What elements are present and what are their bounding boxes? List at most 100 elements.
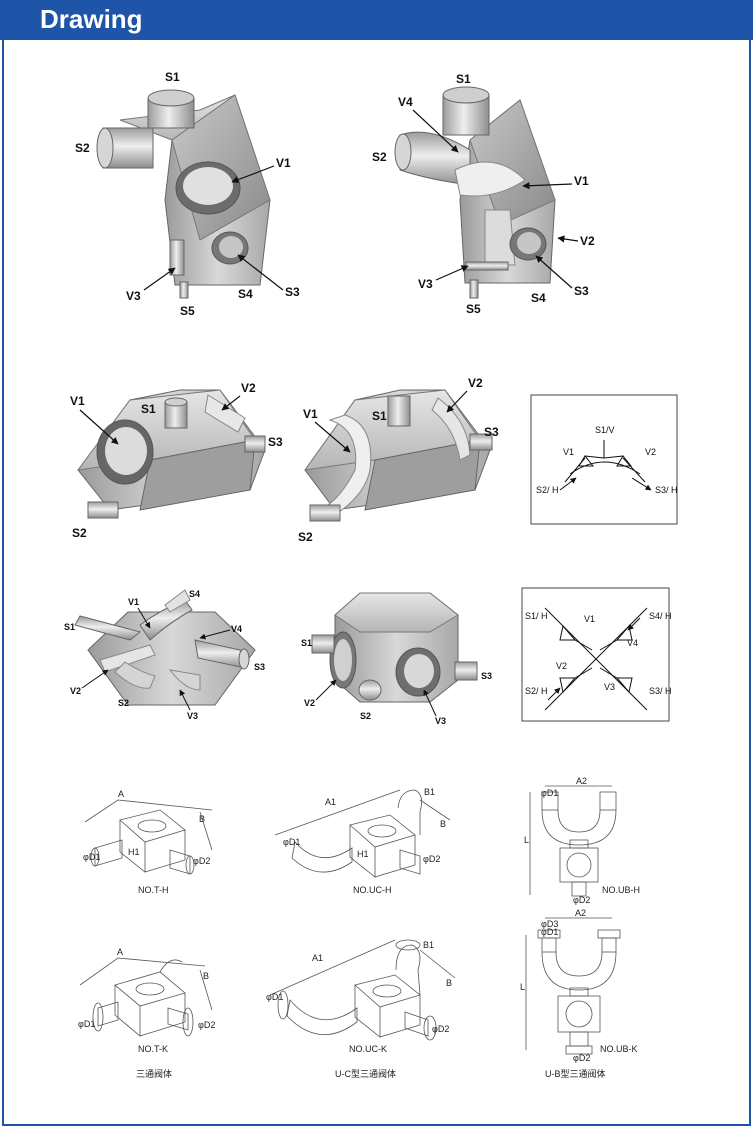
dim-d2: φD2 [432,1024,449,1034]
dims-uc-k: A1 B1 B φD1 φD2 NO.UC-K U-C型三通阀体 [266,940,452,1079]
dim-a: A [117,947,123,957]
dim-b: B [203,971,209,981]
dim-d2: φD2 [193,856,210,866]
schem-label-s3h: S3/ H [655,485,678,495]
label-v2: V2 [468,376,483,390]
label-s2: S2 [72,526,87,540]
dim-b: B [199,814,205,824]
dim-d1: φD1 [83,852,100,862]
dim-d2: φD2 [573,1053,590,1063]
dim-a2: A2 [576,776,587,786]
caption-t-h: NO.T-H [138,885,169,895]
label-v3: V3 [418,277,433,291]
caption-ub-k: NO.UB-K [600,1044,638,1054]
schem-label-v1: V1 [563,447,574,457]
label-v2: V2 [304,698,315,708]
caption-uc-k: NO.UC-K [349,1044,387,1054]
label-s3: S3 [285,285,300,299]
label-s1: S1 [456,72,471,86]
subcaption-t-k: 三通阀体 [136,1068,172,1079]
caption-uc-h: NO.UC-H [353,885,392,895]
dim-d2: φD2 [423,854,440,864]
drawing-frame [2,40,751,1126]
dim-d1: φD1 [78,1019,95,1029]
dims-ub-k: A2 φD3 φD1 L φD2 NO.UB-K U-B型三通阀体 [520,908,638,1079]
label-s1: S1 [64,622,75,632]
dim-l: L [520,982,525,992]
schem-label-v2: V2 [556,661,567,671]
dims-t-h: A B φD1 φD2 H1 NO.T-H [83,789,210,895]
label-v3: V3 [126,289,141,303]
dim-d3: φD3 [541,919,558,929]
label-v2: V2 [241,381,256,395]
dim-d1: φD1 [541,927,558,937]
page-title: Drawing [40,4,143,34]
label-s2: S2 [360,711,371,721]
dim-h1: H1 [128,847,140,857]
valve-body-3d-a [96,89,271,299]
label-s2: S2 [298,530,313,544]
label-s2: S2 [372,150,387,164]
schem-label-s1v: S1/V [595,425,615,435]
line-drawing-t-h [84,799,213,875]
label-v1: V1 [128,597,139,607]
valve-body-3d-octagonal [311,592,478,703]
dim-a1: A1 [325,797,336,807]
line-drawing-ub-h [529,785,617,897]
dim-l: L [524,835,529,845]
valve-body-3d-two-way [76,389,266,519]
label-v4: V4 [398,95,413,109]
label-s1: S1 [165,70,180,84]
label-s4: S4 [531,291,546,305]
label-v3: V3 [187,711,198,721]
label-v2: V2 [70,686,81,696]
line-drawing-uc-h [274,789,451,878]
label-v3: V3 [435,716,446,726]
dims-uc-h: A1 B1 B φD1 φD2 H1 NO.UC-H [283,787,446,895]
labels-body-cutaway: S1 V4 S2 V1 V2 V3 S5 S4 S3 [372,72,595,316]
labels-four-way-cutaway: S1 V1 S4 V4 S3 V2 S2 V3 [64,589,265,721]
label-s1: S1 [372,409,387,423]
dim-a2: A2 [575,908,586,918]
line-drawing-t-k [79,957,213,1037]
dim-a: A [118,789,124,799]
schem-label-v1: V1 [584,614,595,624]
schematic-two-way: S1/V V1 V2 S2/ H S3/ H [530,394,678,525]
schem-label-v4: V4 [627,638,638,648]
labels-body-a: S1 S2 V1 V3 S5 S4 S3 [75,70,300,318]
label-s4: S4 [238,287,253,301]
dim-h1: H1 [357,849,369,859]
schem-label-s2h: S2/ H [536,485,559,495]
valve-body-3d-two-way-cutaway [303,389,493,522]
dims-t-k: A B φD1 φD2 NO.T-K 三通阀体 [78,947,215,1079]
label-s5: S5 [466,302,481,316]
label-s3: S3 [574,284,589,298]
schem-label-s4h: S4/ H [649,611,672,621]
label-s3: S3 [484,425,499,439]
line-drawing-ub-k [525,917,621,1055]
dims-ub-h: A2 φD1 L φD2 NO.UB-H [524,776,640,905]
caption-t-k: NO.T-K [138,1044,168,1054]
label-v2: V2 [580,234,595,248]
schem-label-s2h: S2/ H [525,686,548,696]
schem-label-s1h: S1/ H [525,611,548,621]
dim-d2: φD2 [198,1020,215,1030]
caption-ub-h: NO.UB-H [602,885,640,895]
dim-d1: φD1 [541,788,558,798]
dim-d1: φD1 [283,837,300,847]
label-v4: V4 [231,624,242,634]
label-s2: S2 [118,698,129,708]
schematic-four-way: S1/ H V1 S4/ H V2 V4 S2/ H V3 S3/ H [521,587,672,722]
label-s2: S2 [75,141,90,155]
valve-body-3d-four-way-cutaway [74,589,256,706]
dim-b1: B1 [423,940,434,950]
dim-a1: A1 [312,953,323,963]
labels-two-way: V1 S1 V2 S3 S2 [70,381,283,540]
dim-d1: φD1 [266,992,283,1002]
labels-two-way-cutaway: V1 S1 V2 S3 S2 [298,376,499,544]
subcaption-ub-k: U-B型三通阀体 [545,1068,606,1079]
label-v1: V1 [574,174,589,188]
label-v1: V1 [276,156,291,170]
schem-label-v2: V2 [645,447,656,457]
